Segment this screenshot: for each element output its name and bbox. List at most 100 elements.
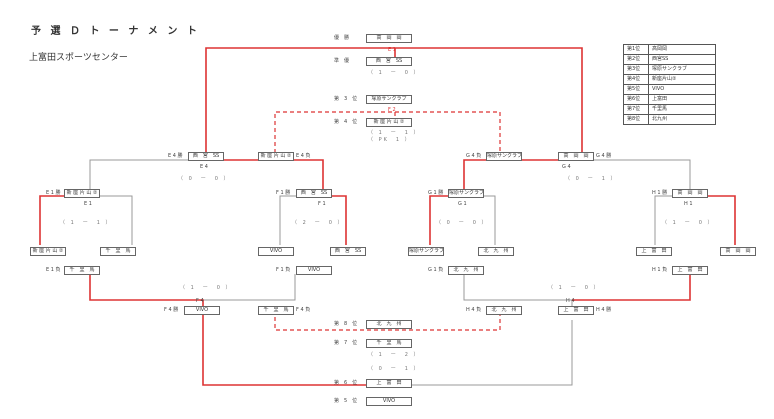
ranking-team: 千里馬 — [648, 104, 716, 115]
h1-score: （ 1 ー 0 ） — [662, 220, 715, 226]
g1-match-id: G 1 — [458, 201, 467, 207]
g4-win-label: G 4 勝 — [596, 153, 612, 159]
e4-win-label: E 4 勝 — [168, 153, 183, 159]
g1-win-label: G 1 勝 — [428, 190, 444, 196]
venue-name: 上富田スポーツセンター — [29, 53, 128, 63]
g1-lose-team: 北 九 州 — [448, 266, 484, 275]
g1-lose-label: G 1 負 — [428, 267, 444, 273]
e4-lose-team: 新 座 片 山 ② — [258, 152, 294, 161]
h1-match-id: H 1 — [684, 201, 693, 207]
g4-win-team: 高 岡 岡 — [558, 152, 594, 161]
e1-win-team: 新 座 片 山 ② — [64, 189, 100, 198]
f1-right-team: 西 宮 SS — [330, 247, 366, 256]
f1-lose-label: F 1 負 — [276, 267, 291, 273]
g4-score: （ 0 ー 1 ） — [565, 176, 618, 182]
h1-right-team: 高 岡 岡 — [720, 247, 756, 256]
ranking-position: 第7位 — [623, 104, 649, 115]
e4-win-team: 西 宮 SS — [188, 152, 224, 161]
f1-left-team: VIVO — [258, 247, 294, 256]
g7-score: （ 1 ー 2 ） — [368, 352, 421, 358]
f4-match-id: F 4 — [196, 298, 204, 304]
ranking-position: 第2位 — [623, 54, 649, 65]
h4-lose-team: 北 九 州 — [486, 306, 522, 315]
g1-win-team: 塚原サンクラブ — [448, 189, 484, 198]
f1-score: （ 2 ー 0 ） — [292, 220, 345, 226]
e4-lose-label: E 4 負 — [296, 153, 311, 159]
h4-score: （ 1 ー 0 ） — [548, 285, 601, 291]
e1-left-team: 新 座 片 山 ② — [30, 247, 66, 256]
f4-score: （ 1 ー 0 ） — [180, 285, 233, 291]
e1-score: （ 1 ー 1 ） — [60, 220, 113, 226]
fifth-place-team: VIVO — [366, 397, 412, 406]
g1-right-team: 北 九 州 — [478, 247, 514, 256]
ranking-row: 第8位北九州 — [623, 114, 716, 125]
right-semi-bracket — [463, 159, 691, 170]
fourth-place-label: 第 4 位 — [334, 119, 358, 125]
ranking-team: VIVO — [648, 84, 716, 95]
e1-match-id: E 1 — [84, 201, 92, 207]
h1-win-team: 高 岡 岡 — [672, 189, 708, 198]
f4-win-label: F 4 勝 — [164, 307, 179, 313]
sixth-place-label: 第 6 位 — [334, 380, 358, 386]
ranking-row: 第4位新座片山② — [623, 74, 716, 85]
g4-match-id: G 4 — [562, 164, 571, 170]
h1-win-label: H 1 勝 — [652, 190, 668, 196]
eighth-place-label: 第 8 位 — [334, 321, 358, 327]
f4-win-team: VIVO — [184, 306, 220, 315]
e4-score: （ 0 ー 0 ） — [178, 176, 231, 182]
ranking-row: 第7位千里馬 — [623, 104, 716, 115]
third-place-label: 第 3 位 — [334, 96, 358, 102]
ranking-position: 第1位 — [623, 44, 649, 55]
g4-lose-label: G 4 負 — [466, 153, 482, 159]
final-score: （ 1 ー 0 ） — [368, 70, 421, 76]
h4-win-team: 上 富 田 — [558, 306, 594, 315]
third-score: （ 1 ー 1 ） — [368, 130, 421, 136]
fourth-place-team: 新 座 片 山 ② — [366, 118, 412, 127]
ranking-team: 北九州 — [648, 114, 716, 125]
ranking-row: 第1位高岡岡 — [623, 44, 716, 55]
h1-left-team: 上 富 田 — [636, 247, 672, 256]
g1-left-team: 塚原サンクラブ — [408, 247, 444, 256]
h4-match-id: H 4 — [566, 298, 575, 304]
ranking-team: 上富田 — [648, 94, 716, 105]
f1-lose-team: VIVO — [296, 266, 332, 275]
seventh-place-team: 千 里 馬 — [366, 339, 412, 348]
f1-win-label: F 1 勝 — [276, 190, 291, 196]
h4-win-label: H 4 勝 — [596, 307, 612, 313]
runner-up-label: 準 優 — [334, 58, 350, 64]
f1-win-team: 西 宮 SS — [296, 189, 332, 198]
seventh-place-label: 第 7 位 — [334, 340, 358, 346]
e1-right-team: 千 里 馬 — [100, 247, 136, 256]
third-pk: （ PK 1 ） — [368, 137, 412, 143]
h1-lose-team: 上 富 田 — [672, 266, 708, 275]
ranking-position: 第3位 — [623, 64, 649, 75]
ranking-team: 高岡岡 — [648, 44, 716, 55]
third-place-team: 塚原サンクラブ — [366, 95, 412, 104]
h1-lose-label: H 1 負 — [652, 267, 668, 273]
ranking-position: 第8位 — [623, 114, 649, 125]
e1-win-label: E 1 勝 — [46, 190, 61, 196]
page-title: 予 選 Ｄ ト ー ナ メ ン ト — [31, 26, 200, 37]
ranking-position: 第5位 — [623, 84, 649, 95]
champion-label: 優 勝 — [334, 35, 350, 41]
g1-score: （ 0 ー 0 ） — [436, 220, 489, 226]
ranking-team: 西宮SS — [648, 54, 716, 65]
ranking-row: 第2位西宮SS — [623, 54, 716, 65]
e5-score: （ 0 ー 1 ） — [368, 366, 421, 372]
champion-team: 高 岡 岡 — [366, 34, 412, 43]
ranking-row: 第3位塚原サンクラブ — [623, 64, 716, 75]
e1-lose-label: E 1 負 — [46, 267, 61, 273]
runner-up-team: 西 宮 SS — [366, 57, 412, 66]
ranking-team: 新座片山② — [648, 74, 716, 85]
ranking-position: 第6位 — [623, 94, 649, 105]
sixth-place-team: 上 富 田 — [366, 379, 412, 388]
ranking-team: 塚原サンクラブ — [648, 64, 716, 75]
ranking-row: 第6位上富田 — [623, 94, 716, 105]
h4-lose-label: H 4 負 — [466, 307, 482, 313]
eighth-place-team: 北 九 州 — [366, 320, 412, 329]
ranking-position: 第4位 — [623, 74, 649, 85]
f4-lose-team: 千 里 馬 — [258, 306, 294, 315]
